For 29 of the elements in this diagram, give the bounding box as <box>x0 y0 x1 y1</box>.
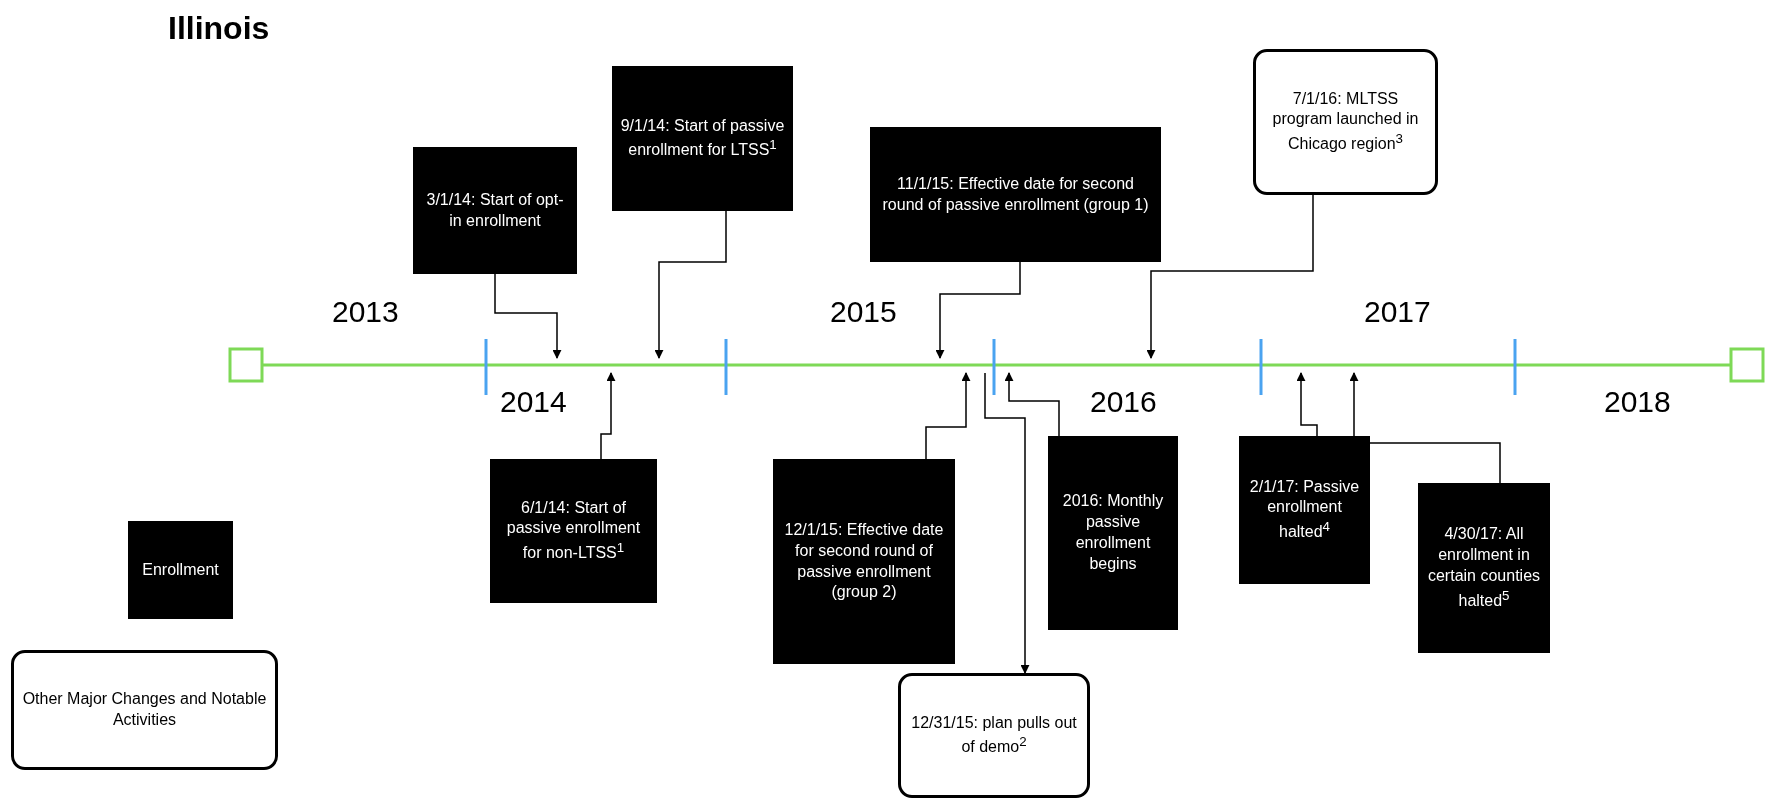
arrow <box>600 372 616 460</box>
year-label: 2018 <box>1604 385 1671 419</box>
enrollment-box: 12/1/15: Effective date for second round of passive enrollment (group 2) <box>773 459 955 664</box>
enrollment-box: 3/1/14: Start of opt-in enrollment <box>413 147 577 274</box>
year-label: 2014 <box>500 385 567 419</box>
arrow <box>1004 372 1060 437</box>
enrollment-box: 11/1/15: Effective date for second round of passive enrollment (group 1) <box>870 127 1161 262</box>
year-label: 2013 <box>332 295 399 329</box>
year-label: 2017 <box>1364 295 1431 329</box>
arrow <box>1349 372 1501 484</box>
enrollment-box: 9/1/14: Start of passive enrollment for LTSS$^{1}$ <box>612 66 793 211</box>
enrollment-box: 6/1/14: Start of passive enrollment for non-LTSS$^{1}$ <box>490 459 657 603</box>
arrow <box>1146 194 1314 359</box>
enrollment-box: 2/1/17: Passive enrollment halted$^{4}$ <box>1239 436 1370 584</box>
event-box: 12/31/15: plan pulls out of demo$^{2}$ <box>898 673 1090 798</box>
title: Illinois <box>168 10 270 47</box>
enrollment-box: 4/30/17: All enrollment in certain counties halted$^{5}$ <box>1418 483 1550 653</box>
event-box: 7/1/16: MLTSS program launched in Chicago region$^{3}$ <box>1253 49 1438 195</box>
arrow <box>925 372 971 460</box>
arrow <box>935 261 1021 359</box>
legend-key: Other Major Changes and Notable Activities <box>11 650 278 770</box>
year-label: 2016 <box>1090 385 1157 419</box>
year-label: 2015 <box>830 295 897 329</box>
arrow <box>654 210 727 359</box>
arrow <box>1296 372 1318 437</box>
enrollment-box: 2016: Monthly passive enrollment begins <box>1048 436 1178 630</box>
arrow <box>494 273 562 359</box>
legend-key: Enrollment <box>128 521 233 619</box>
arrow <box>984 372 1030 674</box>
